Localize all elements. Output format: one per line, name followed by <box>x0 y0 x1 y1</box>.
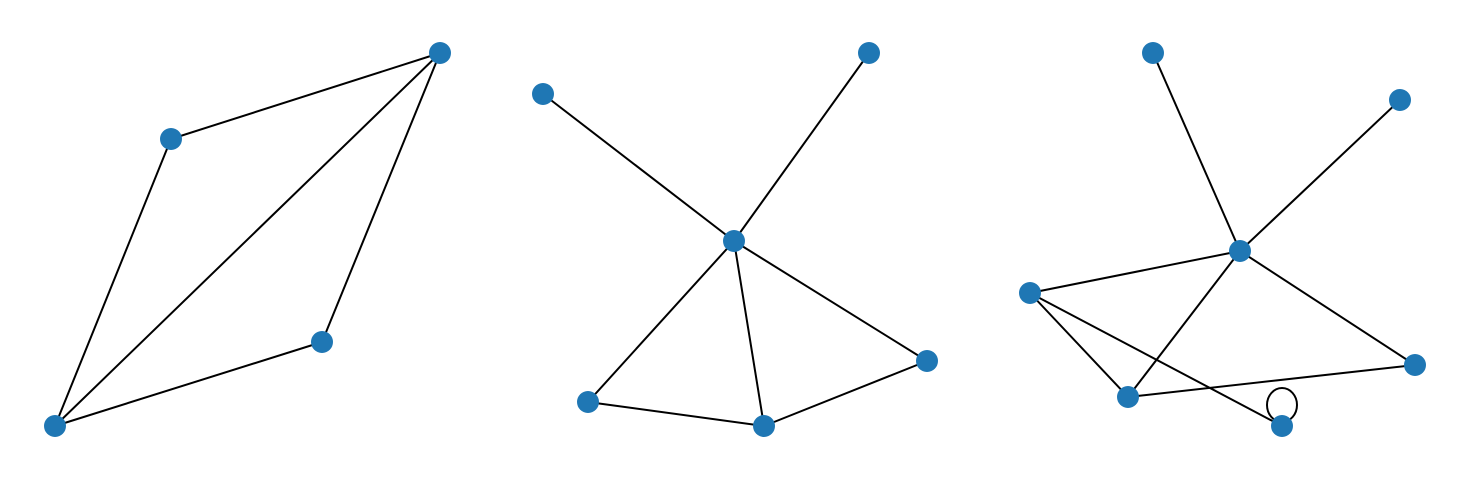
graph-3-edge-n3-n4 <box>1029 292 1129 398</box>
graph-3-edge-n3-n6 <box>1029 292 1283 427</box>
graph-3-node-n1 <box>1142 42 1164 64</box>
edges-layer <box>54 52 1416 427</box>
graph-3-edge-n4-n5 <box>1127 364 1416 398</box>
graph-1-node-n1 <box>429 42 451 64</box>
graph-2-node-n1 <box>532 83 554 105</box>
graph-3-edge-n0-n4 <box>1127 250 1241 398</box>
graph-3-node-n5 <box>1404 354 1426 376</box>
graph-1-edge-n1-n3 <box>321 52 441 343</box>
graph-1-edge-n0-n2 <box>54 138 172 427</box>
graph-3-edge-n0-n3 <box>1029 250 1241 294</box>
nodes-layer <box>44 42 1426 437</box>
graph-3-edge-n0-n1 <box>1152 52 1241 252</box>
graph-3-node-n2 <box>1389 89 1411 111</box>
graph-2-edge-n0-n5 <box>733 240 928 362</box>
graph-3-node-n3 <box>1019 282 1041 304</box>
graph-1-node-n0 <box>160 128 182 150</box>
graph-2-edge-n0-n1 <box>542 93 735 242</box>
graph-1-edge-n1-n2 <box>54 52 441 427</box>
graph-2-node-n3 <box>577 391 599 413</box>
graph-2-edge-n0-n2 <box>733 52 870 242</box>
graph-2-edge-n4-n5 <box>763 360 928 427</box>
graph-3-edge-n0-n5 <box>1239 250 1416 366</box>
graph-1-node-n3 <box>311 331 333 353</box>
graph-2-node-n4 <box>753 415 775 437</box>
graph-3-node-n0 <box>1229 240 1251 262</box>
graph-2-node-n0 <box>723 230 745 252</box>
graph-1-node-n2 <box>44 415 66 437</box>
graph-3-node-n6 <box>1271 415 1293 437</box>
graph-2-node-n5 <box>916 350 938 372</box>
graph-3-node-n4 <box>1117 386 1139 408</box>
graph-2-node-n2 <box>858 42 880 64</box>
graph-1-edge-n0-n1 <box>170 52 441 140</box>
graph-2-edge-n3-n4 <box>587 401 765 427</box>
graph-3-edge-n0-n2 <box>1239 99 1401 252</box>
graph-2-edge-n0-n4 <box>733 240 765 427</box>
graph-1-edge-n2-n3 <box>54 341 323 427</box>
graph-2-edge-n0-n3 <box>587 240 735 403</box>
